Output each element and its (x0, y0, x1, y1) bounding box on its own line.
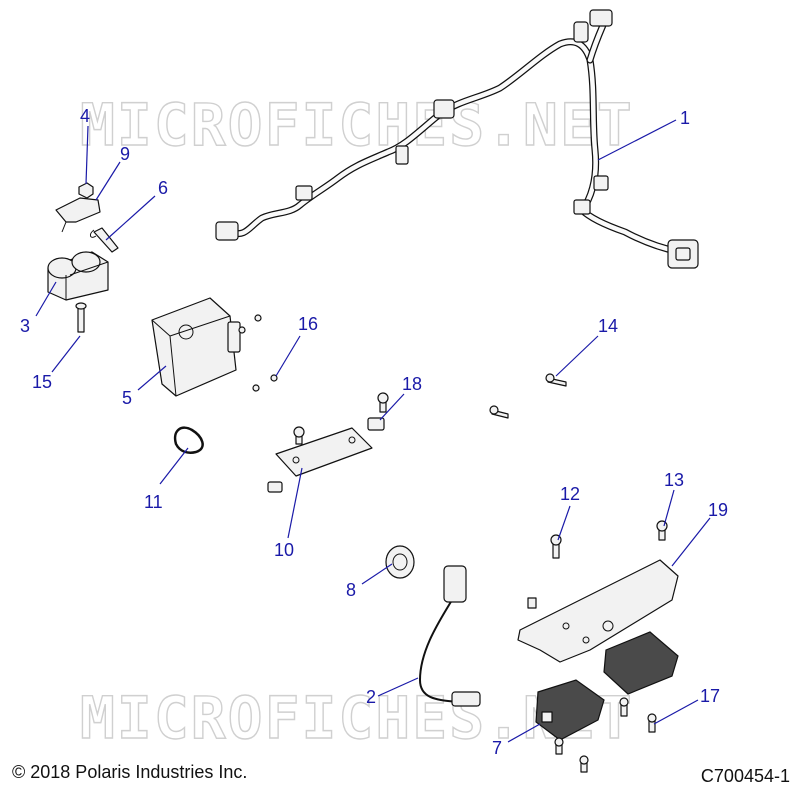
callout-1: 1 (680, 108, 690, 128)
part-grommet[interactable] (385, 545, 415, 579)
part-clamp[interactable] (173, 426, 204, 454)
callout-13: 13 (664, 470, 684, 490)
callout-5: 5 (122, 388, 132, 408)
part-ignition-coil[interactable] (47, 251, 109, 301)
callout-6: 6 (158, 178, 168, 198)
callout-4: 4 (80, 106, 90, 126)
callout-8: 8 (346, 580, 356, 600)
callout-16: 16 (298, 314, 318, 334)
part-mounting-plate[interactable] (267, 392, 389, 493)
part-sensor[interactable] (89, 227, 119, 253)
part-mounting-bracket[interactable] (517, 559, 679, 663)
part-sensor-lead[interactable] (418, 565, 481, 707)
part-screws-16[interactable] (238, 314, 278, 392)
part-bolt-13[interactable] (656, 520, 668, 541)
part-wire-harness[interactable] (215, 9, 699, 269)
copyright-notice: © 2018 Polaris Industries Inc. (12, 762, 248, 782)
callout-17: 17 (700, 686, 720, 706)
part-ecu[interactable] (151, 297, 241, 397)
callout-7: 7 (492, 738, 502, 758)
part-bolts-14[interactable] (489, 373, 567, 419)
callout-18: 18 (402, 374, 422, 394)
leader-lines (35, 119, 711, 743)
callout-10: 10 (274, 540, 294, 560)
part-nut[interactable] (78, 182, 94, 199)
part-screw-12[interactable] (550, 534, 562, 559)
part-screws-17[interactable] (554, 697, 657, 773)
diagram-code: C700454-1 (700, 766, 790, 786)
callout-labels: 1 2 3 4 5 6 7 8 9 10 11 12 13 14 15 16 1… (20, 106, 728, 758)
callout-2: 2 (366, 687, 376, 707)
part-clip-18[interactable] (367, 417, 385, 431)
callout-12: 12 (560, 484, 580, 504)
callout-11: 11 (144, 492, 163, 512)
callout-3: 3 (20, 316, 30, 336)
part-bracket[interactable] (55, 197, 101, 233)
callout-14: 14 (598, 316, 618, 336)
part-bolt-15[interactable] (75, 302, 87, 333)
part-regulator[interactable] (535, 631, 679, 741)
callout-19: 19 (708, 500, 728, 520)
callout-15: 15 (32, 372, 52, 392)
watermark-top: MICROFICHES.NET (80, 91, 634, 159)
callout-9: 9 (120, 144, 130, 164)
